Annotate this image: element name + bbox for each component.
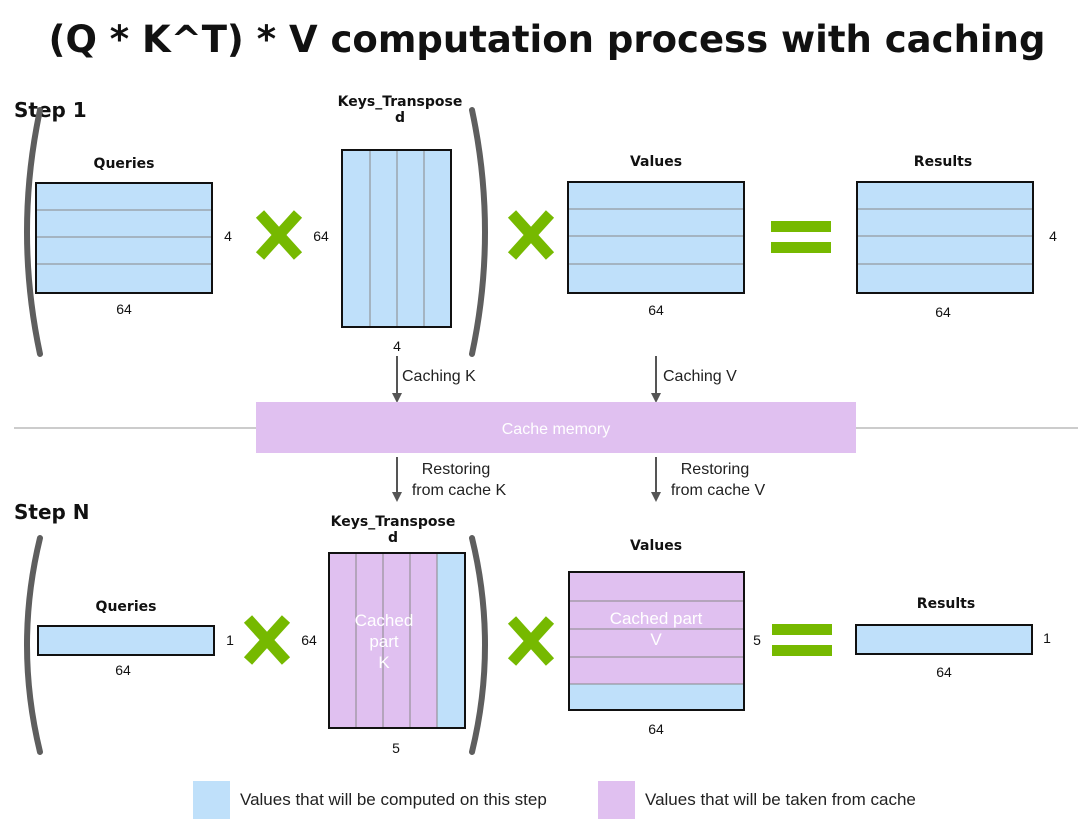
restoring-v-label-line1: Restoring [681, 461, 749, 478]
step-n-keys-cols-dim: 5 [392, 740, 400, 756]
legend-cached-swatch [598, 781, 635, 819]
step-n-keys-cached-label-line3: K [378, 653, 390, 672]
step-1-multiply-icon-2 [507, 210, 555, 260]
step-n-values-cached-label-line2: V [650, 630, 662, 649]
step-1-results-rows-dim: 4 [1049, 228, 1057, 244]
restoring-v-label-line2: from cache V [671, 482, 766, 499]
step-1-queries-rows-dim: 4 [224, 228, 232, 244]
step-n-keys-cached-label-line2: part [369, 632, 399, 651]
step-n-values-rows-dim: 5 [753, 632, 761, 648]
step-n-keys-new-column [437, 553, 465, 728]
step-1-keys-title-line2: d [395, 110, 405, 126]
step-n-values-cached-label-line1: Cached part [610, 609, 703, 628]
step-n-results-matrix [855, 624, 1033, 655]
step-1-results-title: Results [914, 154, 972, 170]
diagram-title: (Q * K^T) * V computation process with c… [49, 18, 1046, 61]
legend-computed-swatch [193, 781, 230, 819]
step-n-keys-title-line1: Keys_Transpose [331, 514, 456, 530]
step-1-multiply-icon-1 [255, 210, 303, 260]
step-n-values-new-row [569, 684, 744, 710]
step-n-values-cols-dim: 64 [648, 721, 664, 737]
legend-computed-label: Values that will be computed on this ste… [240, 790, 547, 809]
step-n-results-title: Results [917, 596, 975, 612]
step-1-keys-rows-dim: 64 [313, 228, 329, 244]
cache-memory-label: Cache memory [502, 421, 610, 438]
step-1-keys-transposed-matrix [341, 149, 452, 328]
step-n-label: Step N [14, 500, 90, 524]
step-1-left-bracket [24, 107, 43, 357]
step-1-equals-icon [771, 221, 831, 253]
step-n-keys-rows-dim: 64 [301, 632, 317, 648]
caching-v-label: Caching V [663, 368, 737, 385]
step-1-values-title: Values [630, 154, 682, 170]
step-n-queries-matrix [37, 625, 215, 656]
step-n-right-bracket [469, 535, 488, 755]
step-1-results-matrix [856, 181, 1034, 294]
step-1-keys-cols-dim: 4 [393, 338, 401, 354]
step-1-queries-cols-dim: 64 [116, 301, 132, 317]
restoring-k-label-line1: Restoring [422, 461, 490, 478]
step-n-keys-cached-label-line1: Cached [355, 611, 414, 630]
step-n-values-title: Values [630, 538, 682, 554]
step-n-keys-transposed-matrix [328, 552, 466, 729]
step-n-multiply-icon-2 [507, 616, 555, 666]
restoring-k-label-line2: from cache K [412, 482, 507, 499]
step-1-label: Step 1 [14, 98, 87, 122]
caching-k-label: Caching K [402, 368, 476, 385]
step-n-results-cols-dim: 64 [936, 664, 952, 680]
step-n-equals-icon [772, 624, 832, 656]
step-n-queries-title: Queries [96, 599, 157, 615]
step-n-results-rows-dim: 1 [1043, 630, 1051, 646]
step-n-left-bracket [24, 535, 43, 755]
step-1-keys-title-line1: Keys_Transpose [338, 94, 463, 110]
step-n-queries-rows-dim: 1 [226, 632, 234, 648]
step-n-queries-cols-dim: 64 [115, 662, 131, 678]
step-1-values-matrix [567, 181, 745, 294]
step-1-queries-title: Queries [94, 156, 155, 172]
step-n-multiply-icon-1 [243, 615, 291, 665]
step-n-keys-title-line2: d [388, 530, 398, 546]
step-1-results-cols-dim: 64 [935, 304, 951, 320]
cache-memory-box [256, 402, 856, 453]
step-1-queries-matrix [35, 182, 213, 294]
step-1-values-cols-dim: 64 [648, 302, 664, 318]
legend-cached-label: Values that will be taken from cache [645, 790, 916, 809]
step-n-values-matrix [568, 571, 745, 711]
step-n-values-cached-region [569, 572, 744, 684]
step-1-right-bracket [469, 107, 488, 357]
